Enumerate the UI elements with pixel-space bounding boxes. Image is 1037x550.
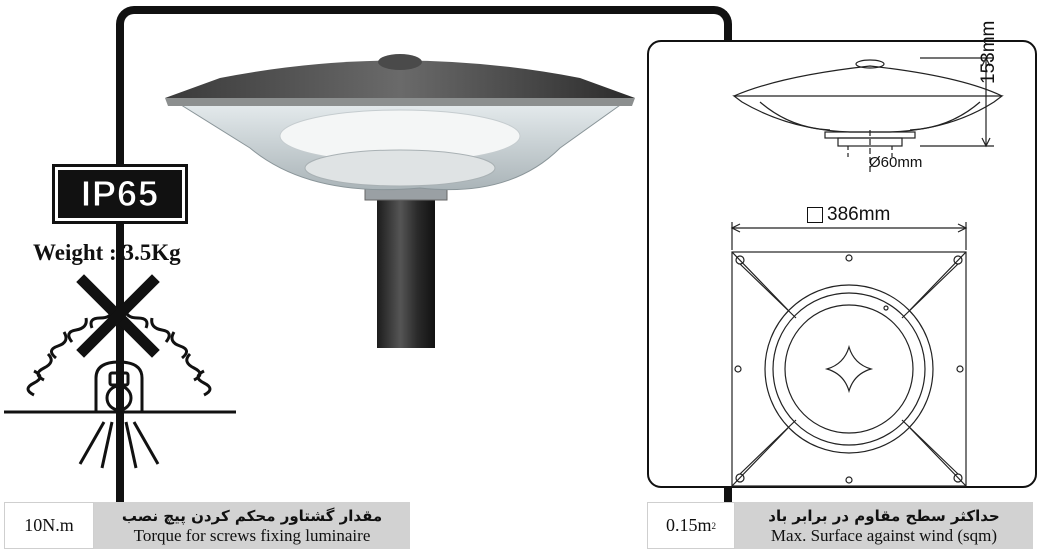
weight-label: Weight : 3.5Kg: [33, 240, 181, 265]
square-side-dimension: 386mm: [807, 204, 890, 226]
torque-table: 10N.m مقدار گشتاور محکم کردن پیچ نصب Tor…: [4, 502, 410, 549]
height-dimension: 153mm: [978, 20, 999, 84]
no-cover-warning-icon: [4, 274, 236, 469]
torque-label-fa: مقدار گشتاور محکم کردن پیچ نصب: [121, 506, 383, 525]
ip-rating-badge: IP65: [52, 164, 188, 224]
square-side-value: 386mm: [827, 204, 891, 225]
wind-surface-label-fa: حداکثر سطح مقاوم در برابر باد: [768, 506, 1000, 525]
torque-label-en: Torque for screws fixing luminaire: [133, 525, 371, 545]
pole-diameter-dimension: Ø60mm: [869, 154, 923, 171]
ip-rating-text: IP65: [80, 173, 160, 215]
torque-description: مقدار گشتاور محکم کردن پیچ نصب Torque fo…: [94, 502, 410, 549]
wind-surface-description: حداکثر سطح مقاوم در برابر باد Max. Surfa…: [735, 502, 1033, 549]
dimension-panel: [647, 40, 1037, 488]
wind-surface-value-exp: 2: [711, 520, 717, 531]
square-symbol-icon: [807, 207, 823, 223]
wind-surface-label-en: Max. Surface against wind (sqm): [770, 525, 998, 545]
side-view-drawing: [732, 56, 1004, 175]
top-view-drawing: [730, 222, 968, 487]
wind-surface-value-base: 0.15m: [665, 515, 712, 535]
torque-value: 10N.m: [4, 502, 94, 549]
luminaire-photo: [165, 54, 635, 348]
